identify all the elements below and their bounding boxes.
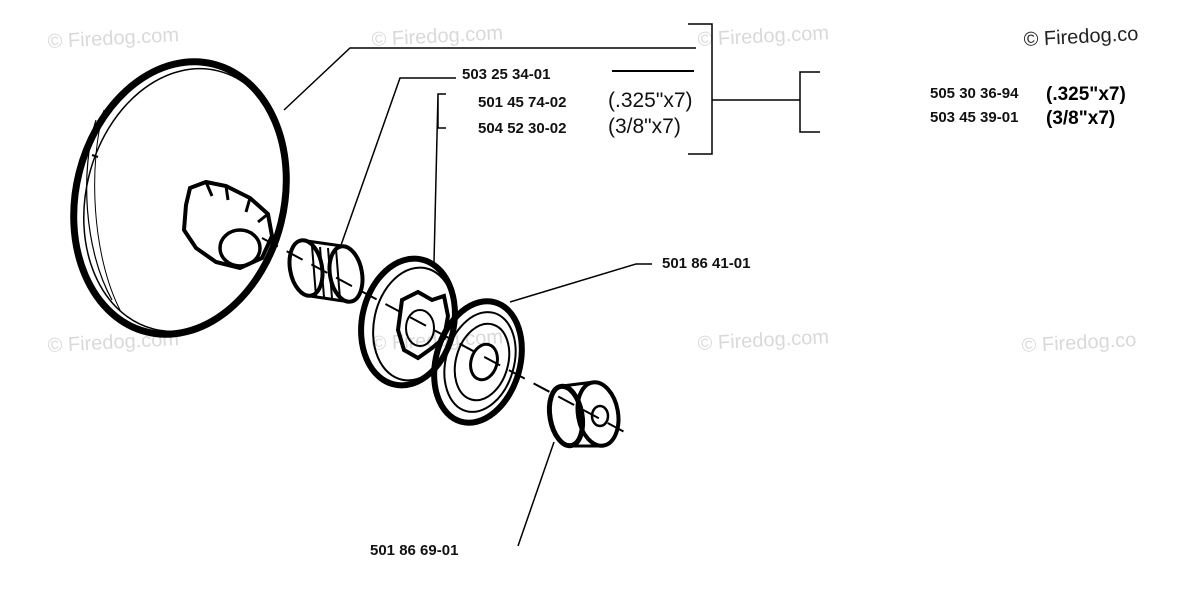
watermark-corner: © Firedog.co (1023, 23, 1139, 51)
kit-38-size: (3/8"x7) (1046, 108, 1115, 129)
washer-part-number: 501 86 41-01 (662, 255, 750, 272)
leader-lines (283, 23, 820, 547)
needle-bearing (287, 238, 365, 304)
watermark-2: © Firedog.com (371, 22, 503, 51)
nut-part-number: 501 86 69-01 (370, 542, 458, 559)
kit-325-size: (.325"x7) (1046, 84, 1126, 105)
rim-38-size: (3/8"x7) (608, 115, 681, 138)
part-labels: 503 25 34-01 501 45 74-02 (.325"x7) 504 … (370, 66, 1126, 559)
clutch-drum (70, 58, 290, 338)
watermark-7: © Firedog.co (1021, 329, 1137, 357)
drum-part-number: 503 25 34-01 (462, 66, 550, 83)
watermarks: © Firedog.com © Firedog.com © Firedog.co… (47, 22, 1139, 357)
rim-325-size: (.325"x7) (608, 89, 693, 112)
kit-325-part-number: 505 30 36-94 (930, 85, 1019, 102)
watermark-6: © Firedog.com (697, 326, 829, 355)
rim-38-part-number: 504 52 30-02 (478, 120, 566, 137)
rim-sprocket (358, 255, 458, 389)
watermark-1: © Firedog.com (47, 24, 179, 53)
kit-38-part-number: 503 45 39-01 (930, 109, 1018, 126)
watermark-3: © Firedog.com (697, 22, 829, 51)
rim-325-part-number: 501 45 74-02 (478, 94, 566, 111)
nut (546, 380, 621, 449)
washer (431, 298, 525, 426)
